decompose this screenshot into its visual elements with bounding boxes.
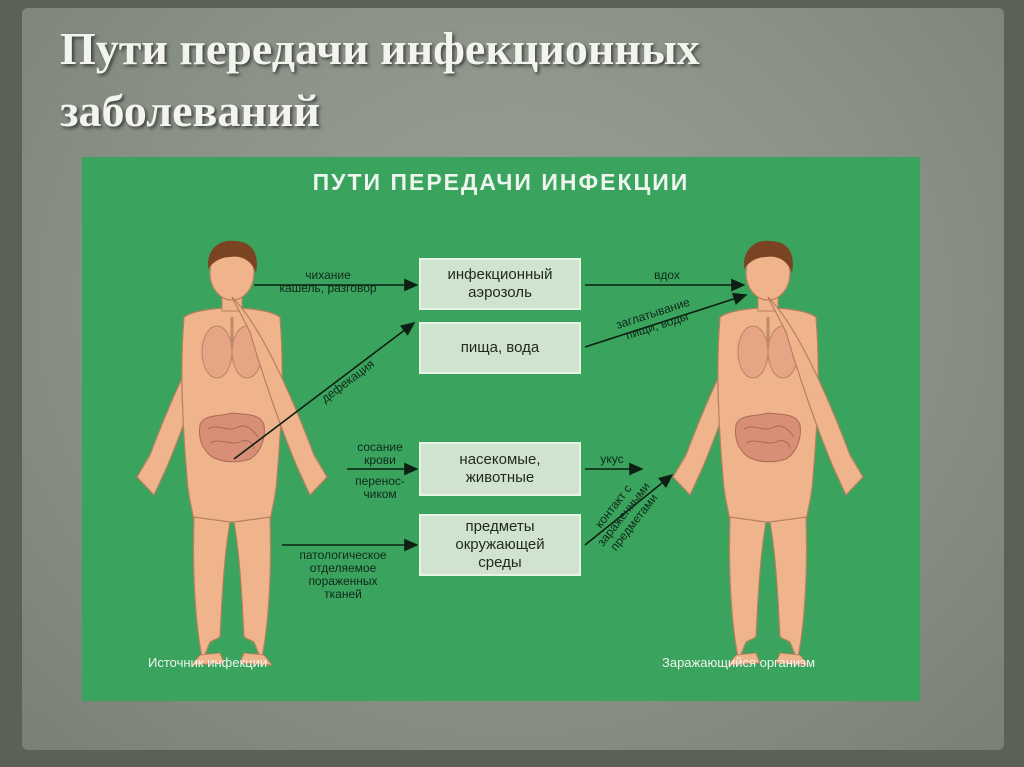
label-bite: укус — [600, 452, 624, 466]
target-person-figure — [671, 239, 865, 667]
box-objects-line-3: среды — [478, 554, 522, 571]
label-pathological-discharge: патологическое отделяемое пораженных тка… — [278, 549, 408, 601]
label-inhale: вдох — [654, 268, 680, 282]
target-caption: Заражающийся организм — [662, 655, 816, 670]
slide-title-line-1: Пути передачи инфекционных — [60, 23, 700, 74]
label-sneeze-line-1: чихание — [305, 268, 351, 282]
source-caption: Источник инфекции — [148, 655, 268, 670]
label-blood-line-2: крови — [364, 453, 396, 467]
slide-title: Пути передачи инфекционных заболеваний — [60, 18, 960, 142]
arrow-defecation — [233, 322, 416, 460]
arrow-contact — [584, 473, 674, 546]
label-carrier-line-2: чиком — [363, 487, 397, 501]
box-food-line-1: пища, вода — [460, 339, 540, 356]
label-discharge-line-3: пораженных — [308, 574, 378, 588]
box-objects-line-2: окружающей — [455, 536, 545, 553]
label-discharge-line-4: тканей — [324, 587, 362, 601]
label-carrier: перенос- чиком — [350, 475, 410, 501]
label-sneeze-cough: чихание кашель, разговор — [258, 269, 398, 295]
box-insects-animals: насекомые, животные — [419, 442, 581, 496]
diagram-title: ПУТИ ПЕРЕДАЧИ ИНФЕКЦИИ — [312, 169, 690, 195]
diagram-drawing — [135, 239, 865, 667]
box-insects-line-1: насекомые, — [459, 451, 541, 468]
arrow-swallow — [584, 292, 748, 348]
label-discharge-line-2: отделяемое — [309, 561, 377, 575]
box-aerosol-line-1: инфекционный — [447, 266, 553, 283]
label-carrier-line-1: перенос- — [355, 474, 405, 488]
source-person-figure — [135, 239, 329, 667]
box-infectious-aerosol: инфекционный аэрозоль — [419, 258, 581, 310]
label-blood-line-1: сосание — [357, 440, 403, 454]
label-sneeze-line-2: кашель, разговор — [279, 281, 377, 295]
box-insects-line-2: животные — [465, 469, 535, 486]
label-blood-sucking: сосание крови — [350, 441, 410, 467]
slide-title-line-2: заболеваний — [60, 85, 320, 136]
label-discharge-line-1: патологическое — [299, 548, 387, 562]
box-aerosol-line-2: аэрозоль — [468, 284, 532, 301]
box-environment-objects: предметы окружающей среды — [419, 514, 581, 576]
box-food-water: пища, вода — [419, 322, 581, 374]
box-objects-line-1: предметы — [465, 518, 535, 535]
transmission-diagram: ПУТИ ПЕРЕДАЧИ ИНФЕКЦИИ — [82, 157, 920, 701]
